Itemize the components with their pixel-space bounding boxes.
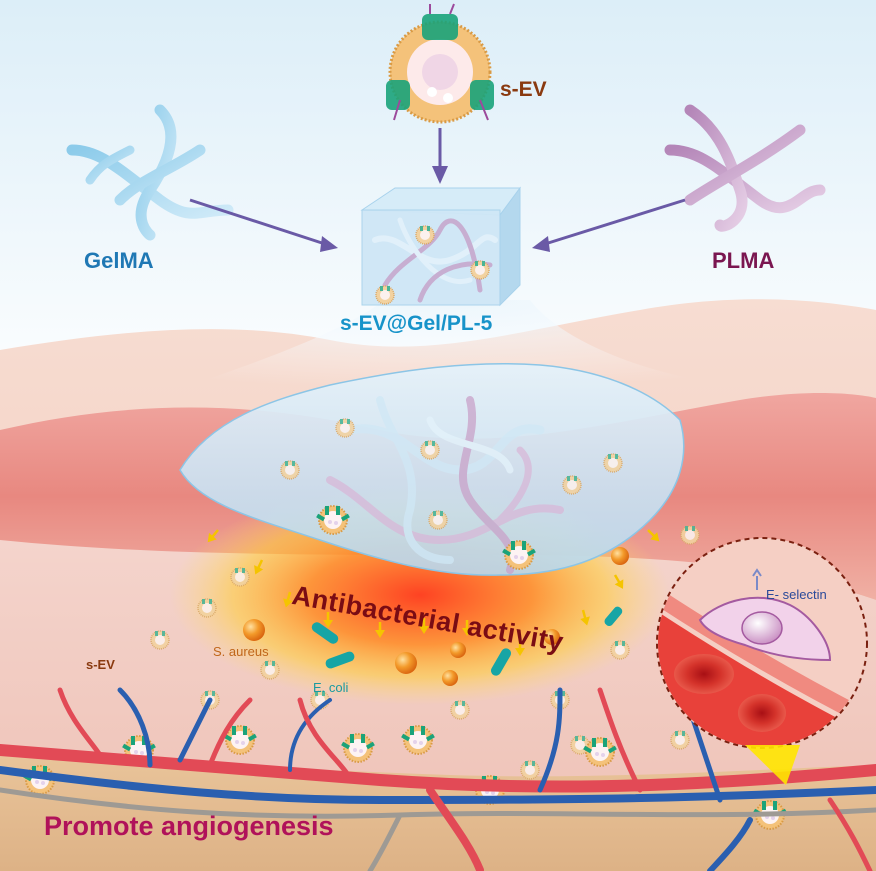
polymer-fiber-icon: [664, 104, 826, 232]
e-selectin-label: E- selectin: [766, 587, 827, 602]
sev-top-label: s-EV: [500, 78, 547, 101]
red-blood-cell-icon: [738, 694, 786, 732]
plma-label: PLMA: [712, 248, 775, 273]
gelma-label: GelMA: [84, 248, 154, 273]
hydrogel-label: s-EV@Gel/PL-5: [340, 312, 493, 335]
hydrogel-patch: [179, 362, 685, 576]
s-aureus-label: S. aureus: [213, 644, 269, 659]
e-coli-bacteria: [311, 606, 623, 676]
hydrogel-cube-icon: [360, 186, 521, 307]
inset-pointer: [745, 745, 800, 785]
vesicle-icon: [386, 3, 494, 124]
sev-left-label: s-EV: [86, 657, 115, 672]
e-coli-label: E. coli: [313, 680, 349, 695]
blood-vessels: [0, 687, 876, 871]
arrow-gelma: [189, 198, 326, 246]
light-beam: [180, 300, 700, 390]
red-blood-cell-icon: [674, 654, 734, 694]
arrow-plma: [544, 198, 686, 246]
s-aureus-bacteria: [243, 547, 629, 686]
angiogenesis-label: Promote angiogenesis: [44, 811, 334, 841]
polymer-fiber-icon: [66, 104, 234, 241]
magnified-inset: [656, 537, 868, 749]
